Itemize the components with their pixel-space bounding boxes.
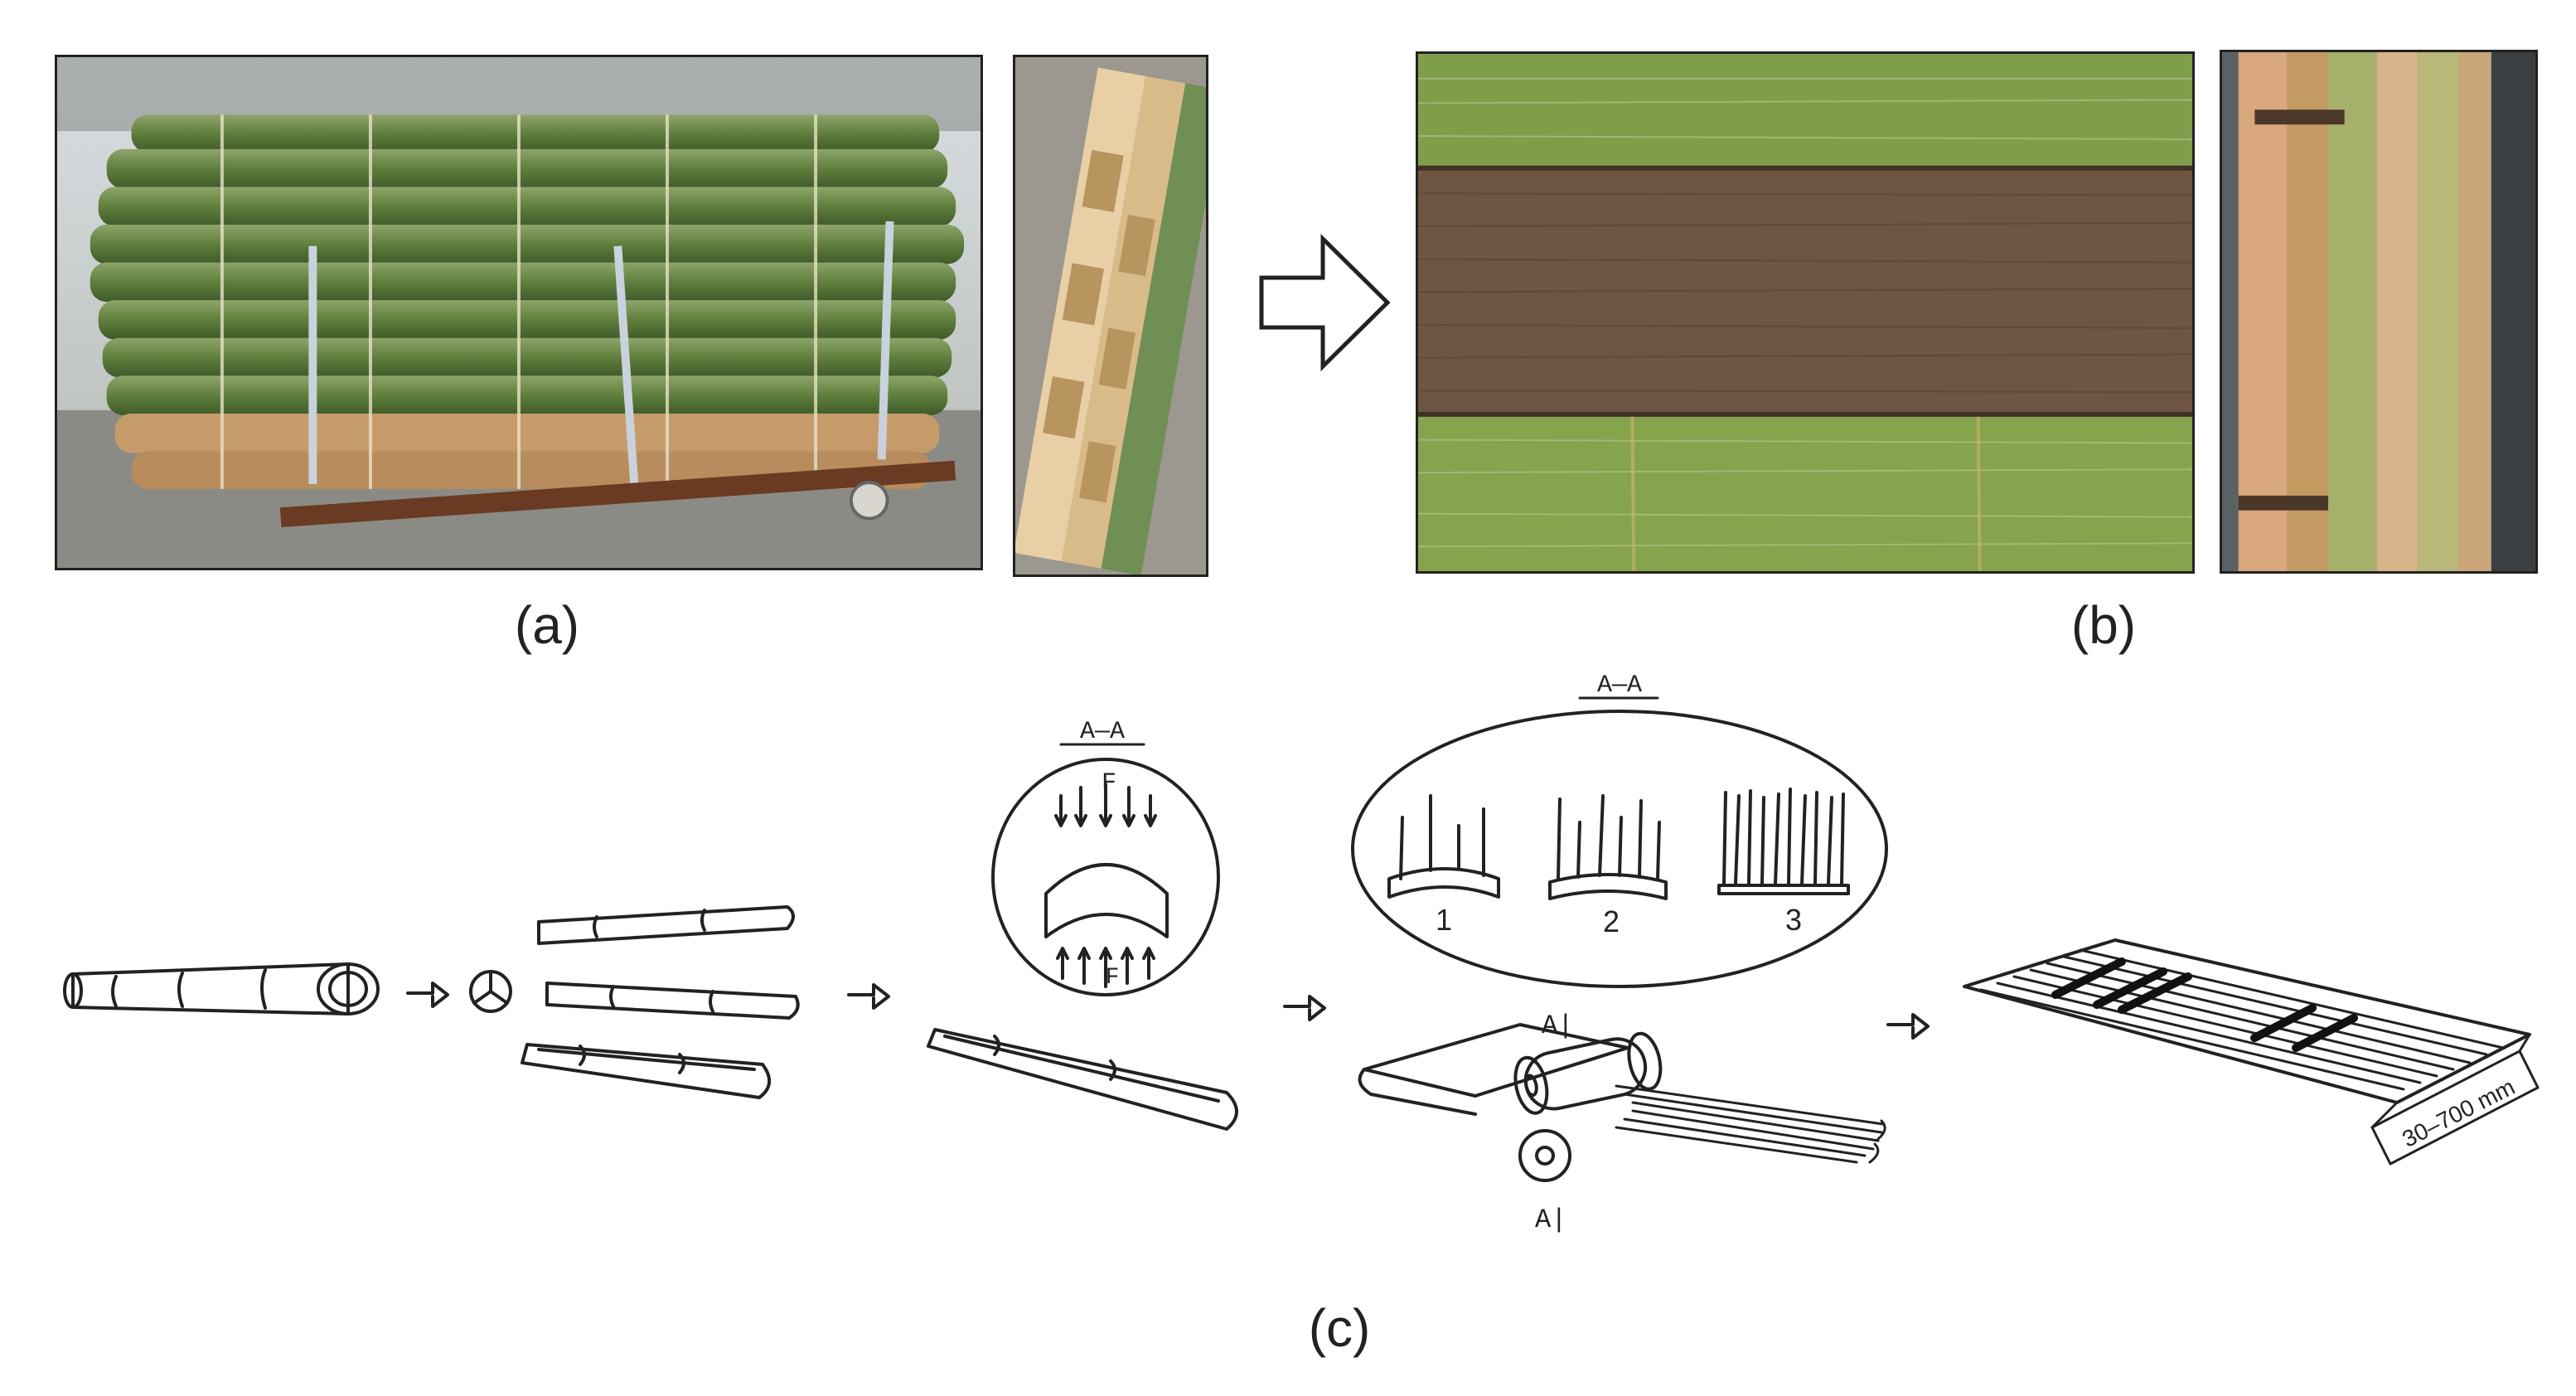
stage-1-label: 1 bbox=[1436, 903, 1452, 937]
section-label-fiberizing: A—A bbox=[1597, 671, 1642, 700]
photo-bamboo-culm-bundle bbox=[55, 55, 983, 570]
flattened-half-drawing bbox=[927, 1028, 1238, 1131]
splitter-icon bbox=[469, 970, 512, 1013]
force-label-bottom: F bbox=[1106, 965, 1120, 991]
process-arrow-icon bbox=[1259, 234, 1391, 371]
arrow-3 bbox=[1283, 995, 1326, 1021]
photo-veneer-sheets bbox=[1416, 51, 2195, 574]
arrow-1 bbox=[406, 982, 449, 1008]
photo-veneer-stack bbox=[2220, 50, 2538, 574]
flattening-detail-circle bbox=[991, 758, 1220, 996]
stage-2-label: 2 bbox=[1603, 904, 1620, 938]
roller-marker-top: A| bbox=[1542, 1011, 1573, 1041]
veneer-process-diagram: A—A F F A—A 1 2 3 A| A| 30–700 mm bbox=[63, 671, 2540, 1235]
stage-3-label: 3 bbox=[1785, 903, 1802, 937]
split-halves-drawing bbox=[521, 905, 800, 1099]
bamboo-culm-drawing bbox=[63, 962, 380, 1015]
section-label-flattening: A—A bbox=[1080, 718, 1125, 746]
caption-c: (c) bbox=[1308, 1298, 1371, 1358]
final-veneer-sheet-drawing bbox=[1963, 938, 2540, 1166]
roller-marker-bottom: A| bbox=[1535, 1205, 1566, 1235]
dimension-label: 30–700 mm bbox=[2398, 1074, 2519, 1152]
arrow-2 bbox=[847, 983, 890, 1010]
force-label-top: F bbox=[1102, 769, 1116, 797]
roller-press-drawing bbox=[1358, 1023, 1886, 1182]
caption-a: (a) bbox=[514, 595, 580, 655]
photo-split-bamboo-halves bbox=[1013, 55, 1208, 577]
caption-b: (b) bbox=[2070, 595, 2137, 655]
arrow-4 bbox=[1886, 1013, 1930, 1040]
fiberizing-stages-ellipse bbox=[1351, 710, 1888, 988]
